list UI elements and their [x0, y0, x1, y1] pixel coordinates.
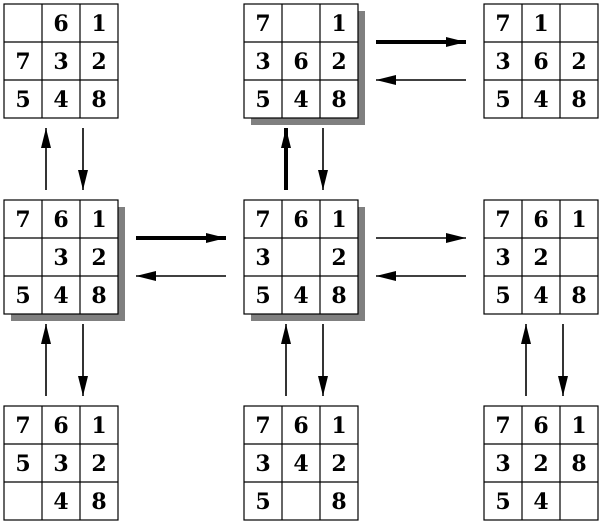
tile-p4-8: 8	[91, 283, 106, 309]
tile-p7-4: 3	[53, 451, 68, 477]
tile-p2-2: 1	[331, 11, 346, 37]
tile-p2-3: 3	[255, 49, 270, 75]
tile-p2-5: 2	[331, 49, 346, 75]
tile-p7-1: 6	[53, 413, 68, 439]
tile-p2-7: 4	[293, 87, 308, 113]
tile-p3-5: 2	[571, 49, 586, 75]
tile-p2-6: 5	[255, 87, 270, 113]
tile-p8-1: 6	[293, 413, 308, 439]
tile-p3-0: 7	[495, 11, 510, 37]
tile-p2-0: 7	[255, 11, 270, 37]
tile-p7-3: 5	[15, 451, 30, 477]
tile-p1-6: 5	[15, 87, 30, 113]
board-frame	[483, 3, 599, 119]
tile-p6-7: 4	[533, 283, 548, 309]
board-frame	[483, 199, 599, 315]
tile-p8-2: 1	[331, 413, 346, 439]
tile-p3-1: 1	[533, 11, 548, 37]
tile-p3-3: 3	[495, 49, 510, 75]
tile-p3-4: 6	[533, 49, 548, 75]
tile-p6-3: 3	[495, 245, 510, 271]
tile-p5-3: 3	[255, 245, 270, 271]
tile-p1-3: 7	[15, 49, 30, 75]
arrow-layer	[41, 37, 568, 396]
tile-p9-1: 6	[533, 413, 548, 439]
tile-p4-7: 4	[53, 283, 68, 309]
board-frame	[243, 3, 359, 119]
tile-p9-7: 4	[533, 489, 548, 515]
tile-p4-1: 6	[53, 207, 68, 233]
tile-p5-2: 1	[331, 207, 346, 233]
tile-p6-8: 8	[571, 283, 586, 309]
tile-p2-8: 8	[331, 87, 346, 113]
tile-p4-4: 3	[53, 245, 68, 271]
tile-p8-6: 5	[255, 489, 270, 515]
tile-p6-2: 1	[571, 207, 586, 233]
tile-p5-1: 6	[293, 207, 308, 233]
tile-p9-0: 7	[495, 413, 510, 439]
board-frame	[243, 199, 359, 315]
tile-p1-2: 1	[91, 11, 106, 37]
tile-p1-8: 8	[91, 87, 106, 113]
tile-p8-3: 3	[255, 451, 270, 477]
tile-p8-0: 7	[255, 413, 270, 439]
tile-p6-6: 5	[495, 283, 510, 309]
tile-p5-8: 8	[331, 283, 346, 309]
tile-p5-7: 4	[293, 283, 308, 309]
board-frame	[3, 199, 119, 315]
tile-p3-7: 4	[533, 87, 548, 113]
tile-p5-0: 7	[255, 207, 270, 233]
tile-p9-6: 5	[495, 489, 510, 515]
tile-p6-0: 7	[495, 207, 510, 233]
tile-p5-5: 2	[331, 245, 346, 271]
tile-p2-4: 6	[293, 49, 308, 75]
tile-p1-5: 2	[91, 49, 106, 75]
tile-p8-5: 2	[331, 451, 346, 477]
tile-p6-1: 6	[533, 207, 548, 233]
board-frame	[243, 405, 359, 521]
tile-p1-7: 4	[53, 87, 68, 113]
tile-p4-0: 7	[15, 207, 30, 233]
tile-p8-8: 8	[331, 489, 346, 515]
board-frame	[483, 405, 599, 521]
tile-p6-4: 2	[533, 245, 548, 271]
tile-p7-0: 7	[15, 413, 30, 439]
tile-p3-6: 5	[495, 87, 510, 113]
tile-p1-1: 6	[53, 11, 68, 37]
tile-p7-2: 1	[91, 413, 106, 439]
tile-p3-8: 8	[571, 87, 586, 113]
board-frame	[3, 405, 119, 521]
tile-p9-3: 3	[495, 451, 510, 477]
tile-p7-8: 8	[91, 489, 106, 515]
board-frame	[3, 3, 119, 119]
tile-p9-4: 2	[533, 451, 548, 477]
tile-p4-2: 1	[91, 207, 106, 233]
tile-p7-7: 4	[53, 489, 68, 515]
tile-p1-4: 3	[53, 49, 68, 75]
tile-p5-6: 5	[255, 283, 270, 309]
tile-p8-4: 4	[293, 451, 308, 477]
tile-p7-5: 2	[91, 451, 106, 477]
tile-p9-5: 8	[571, 451, 586, 477]
tile-p4-6: 5	[15, 283, 30, 309]
tile-p9-2: 1	[571, 413, 586, 439]
tile-p4-5: 2	[91, 245, 106, 271]
